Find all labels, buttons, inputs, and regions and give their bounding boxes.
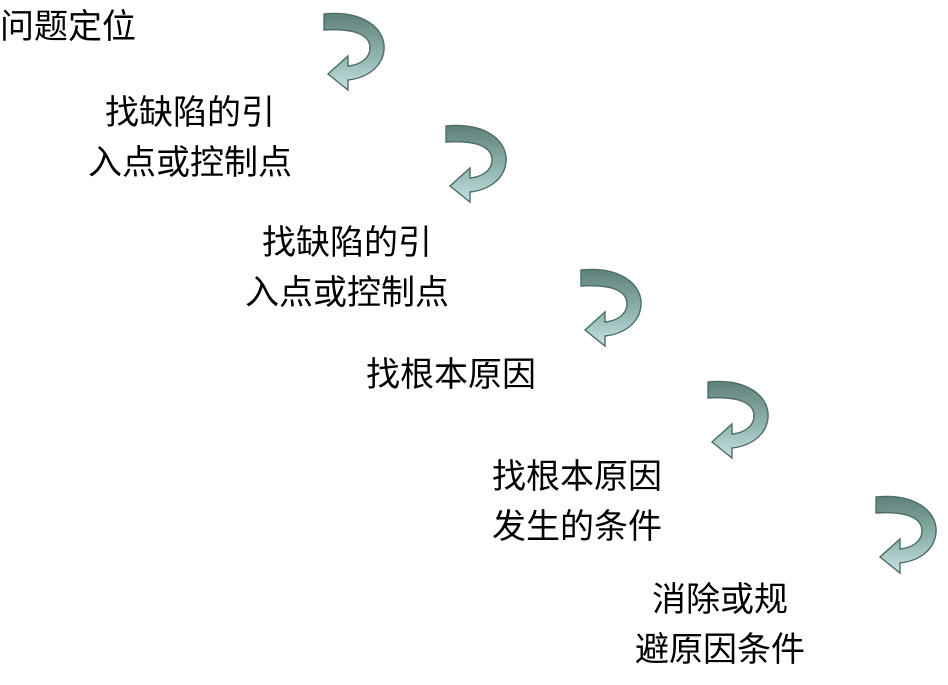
step-eliminate-conditions: 消除或规 避原因条件 — [635, 575, 805, 675]
arrow-body — [580, 268, 642, 348]
step-line: 入点或控制点 — [245, 273, 449, 313]
arrow-body — [707, 380, 769, 460]
step-line: 找缺陷的引 — [262, 223, 432, 263]
curved-arrow-icon — [702, 378, 774, 468]
curved-arrow-icon — [318, 10, 390, 100]
curved-arrow-shape — [707, 380, 769, 460]
step-line: 问题定位 — [0, 7, 136, 47]
step-line: 找根本原因 — [492, 457, 662, 497]
curved-arrow-icon — [870, 493, 942, 583]
step-line: 入点或控制点 — [88, 143, 292, 183]
arrow-body — [323, 12, 385, 92]
step-line: 消除或规 — [652, 580, 788, 620]
curved-arrow-icon — [440, 122, 512, 212]
curved-arrow-shape — [445, 124, 507, 204]
step-find-root-cause-conditions: 找根本原因 发生的条件 — [492, 452, 662, 552]
curved-arrow-shape — [875, 495, 937, 575]
curved-arrow-icon — [575, 266, 647, 356]
step-find-entry-point-2: 找缺陷的引 入点或控制点 — [245, 218, 449, 318]
curved-arrow-shape — [323, 12, 385, 92]
step-find-root-cause: 找根本原因 — [366, 350, 536, 400]
step-find-entry-point-1: 找缺陷的引 入点或控制点 — [88, 88, 292, 188]
arrow-body — [875, 495, 937, 575]
step-line: 找缺陷的引 — [105, 93, 275, 133]
step-line: 找根本原因 — [366, 355, 536, 395]
step-problem-locate: 问题定位 — [0, 2, 136, 52]
step-line: 避原因条件 — [635, 630, 805, 670]
step-line: 发生的条件 — [492, 507, 662, 547]
curved-arrow-shape — [580, 268, 642, 348]
arrow-body — [445, 124, 507, 204]
